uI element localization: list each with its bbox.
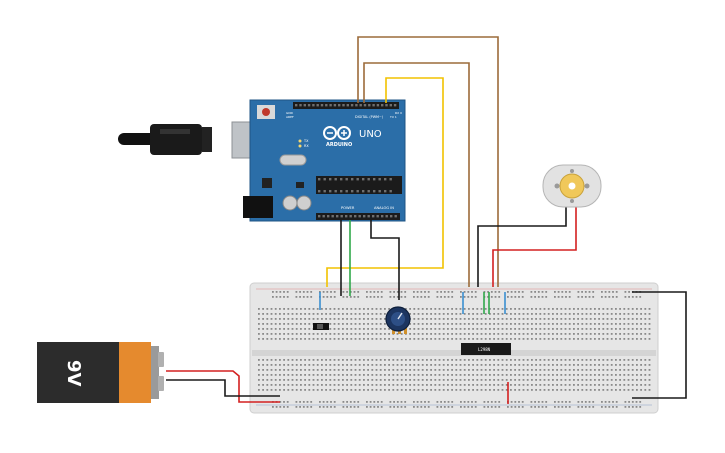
arduino-model: UNO bbox=[359, 129, 382, 140]
arduino-uno-board[interactable]: ARDUINO UNO DIGITAL (PWM~) POWER ANALOG … bbox=[118, 99, 406, 222]
wire-brown-short bbox=[363, 62, 470, 287]
wire-black-rail bbox=[632, 291, 687, 399]
wire-yellow bbox=[326, 77, 444, 287]
analog-header-label: ANALOG IN bbox=[374, 206, 394, 210]
atmega-chip bbox=[316, 176, 402, 194]
wire-black-a0 bbox=[370, 220, 400, 300]
wires bbox=[166, 36, 687, 404]
wire-black-battery bbox=[166, 379, 280, 397]
capacitor-2 bbox=[296, 195, 312, 211]
digital-header-label: DIGITAL (PWM~) bbox=[355, 115, 384, 119]
crystal-oscillator bbox=[279, 154, 307, 166]
tx-pin-label: TX 1 bbox=[389, 115, 397, 119]
potentiometer[interactable] bbox=[385, 306, 411, 334]
aref-label: AREF bbox=[286, 115, 294, 119]
tx-led-label: TX bbox=[303, 139, 309, 143]
rx-led-label: RX bbox=[304, 144, 309, 148]
battery-label: 9V bbox=[63, 360, 84, 387]
wire-black-motor bbox=[477, 206, 567, 287]
capacitor-1 bbox=[282, 195, 298, 211]
usb-cable bbox=[118, 124, 212, 155]
power-analog-header bbox=[316, 213, 400, 220]
header-pins bbox=[295, 104, 397, 218]
digital-header bbox=[293, 102, 399, 109]
breadboard[interactable] bbox=[249, 282, 659, 414]
driver-chip-label: L298N bbox=[478, 347, 491, 352]
wire-red-battery bbox=[166, 370, 280, 403]
battery-9v[interactable]: 9V bbox=[37, 342, 164, 403]
rx-pin-label: RX 0 bbox=[395, 111, 402, 115]
power-header-label: POWER bbox=[341, 206, 355, 210]
gnd-label: GND bbox=[286, 111, 294, 115]
power-jack bbox=[243, 196, 273, 218]
arduino-brand: ARDUINO bbox=[326, 142, 352, 148]
wire-red-motor bbox=[492, 206, 577, 287]
arduino-logo-icon bbox=[323, 126, 351, 140]
wire-brown-long bbox=[357, 36, 499, 287]
motor-driver-chip: L298N bbox=[461, 343, 511, 355]
dc-motor[interactable] bbox=[542, 164, 602, 208]
slide-switch[interactable] bbox=[313, 323, 329, 330]
